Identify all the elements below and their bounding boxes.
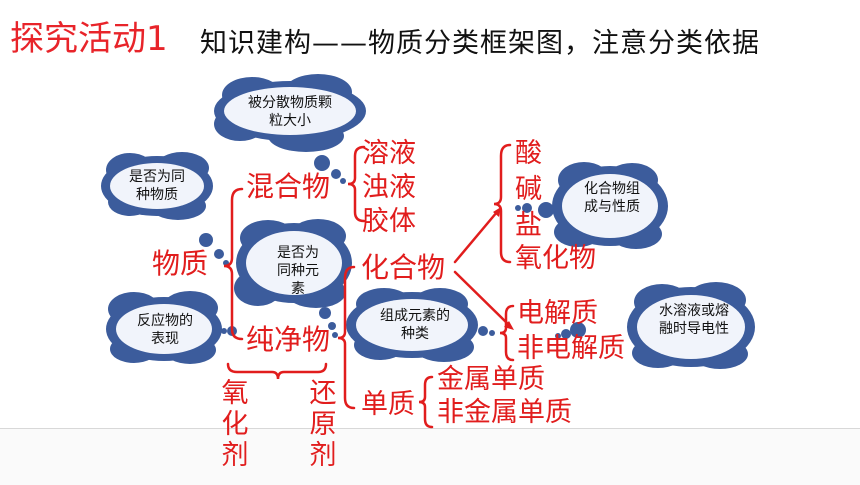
- cloud-text-particle-size: 被分散物质颗粒大小: [248, 95, 332, 129]
- acid-base-brace: [493, 143, 512, 264]
- cloud-reactant: [106, 291, 222, 364]
- pure-label: 纯净物: [246, 323, 331, 356]
- compound-nonelectrolyte: 非电解质: [517, 333, 625, 364]
- cloud-bubbles: [199, 155, 586, 339]
- cloud-text-reactant: 反应物的表现: [137, 313, 193, 347]
- mixture-type-suspension: 浊液: [362, 172, 416, 203]
- reaction-oxidant: 氧化剂: [221, 378, 249, 471]
- cloud-particle-size: [214, 74, 366, 152]
- page-title: 探究活动1: [10, 19, 168, 59]
- cloud-component-elements: [346, 288, 478, 362]
- cloud-text-conductivity: 水溶液或熔融时导电性: [659, 303, 729, 337]
- elemental-nonmetal: 非金属单质: [437, 397, 572, 428]
- compound-electrolyte: 电解质: [517, 298, 598, 329]
- cloud-same-substance: [101, 152, 213, 220]
- electrolyte-brace: [499, 304, 515, 362]
- cloud-text-same-element: 是否为同种元素: [277, 245, 319, 297]
- bottom-band: [0, 428, 860, 485]
- cloud-same-element: [234, 219, 352, 308]
- pure-brace: [337, 265, 356, 410]
- cloud-composition: [552, 162, 668, 249]
- compound-base: 碱: [515, 174, 542, 205]
- arrow-to-acid: [453, 210, 499, 264]
- mixture-brace: [347, 145, 366, 223]
- bracket-lines: [223, 143, 515, 429]
- mixture-type-solution: 溶液: [362, 138, 416, 169]
- pure-type-elemental: 单质: [361, 389, 415, 420]
- mixture-label: 混合物: [246, 170, 331, 203]
- compound-acid: 酸: [515, 138, 542, 169]
- root-label: 物质: [152, 247, 209, 280]
- cloud-text-component-elements: 组成元素的种类: [380, 308, 450, 342]
- pure-type-compound: 化合物: [361, 251, 446, 284]
- cloud-conductivity: [627, 282, 755, 369]
- reaction-reductant: 还原剂: [309, 378, 337, 471]
- cloud-text-same-substance: 是否为同种物质: [129, 169, 185, 203]
- arrow-to-electrolyte: [453, 270, 512, 328]
- compound-oxide: 氧化物: [515, 243, 596, 274]
- compound-salt: 盐: [515, 210, 542, 241]
- elemental-brace: [418, 375, 434, 429]
- cloud-text-composition: 化合物组成与性质: [584, 181, 640, 215]
- root-brace: [223, 187, 244, 341]
- arrow-heads: [493, 207, 514, 330]
- page-subtitle: 知识建构——物质分类框架图，注意分类依据: [200, 28, 760, 59]
- mixture-type-colloid: 胶体: [362, 206, 416, 237]
- reaction-brace: [226, 362, 328, 380]
- elemental-metal: 金属单质: [437, 364, 545, 395]
